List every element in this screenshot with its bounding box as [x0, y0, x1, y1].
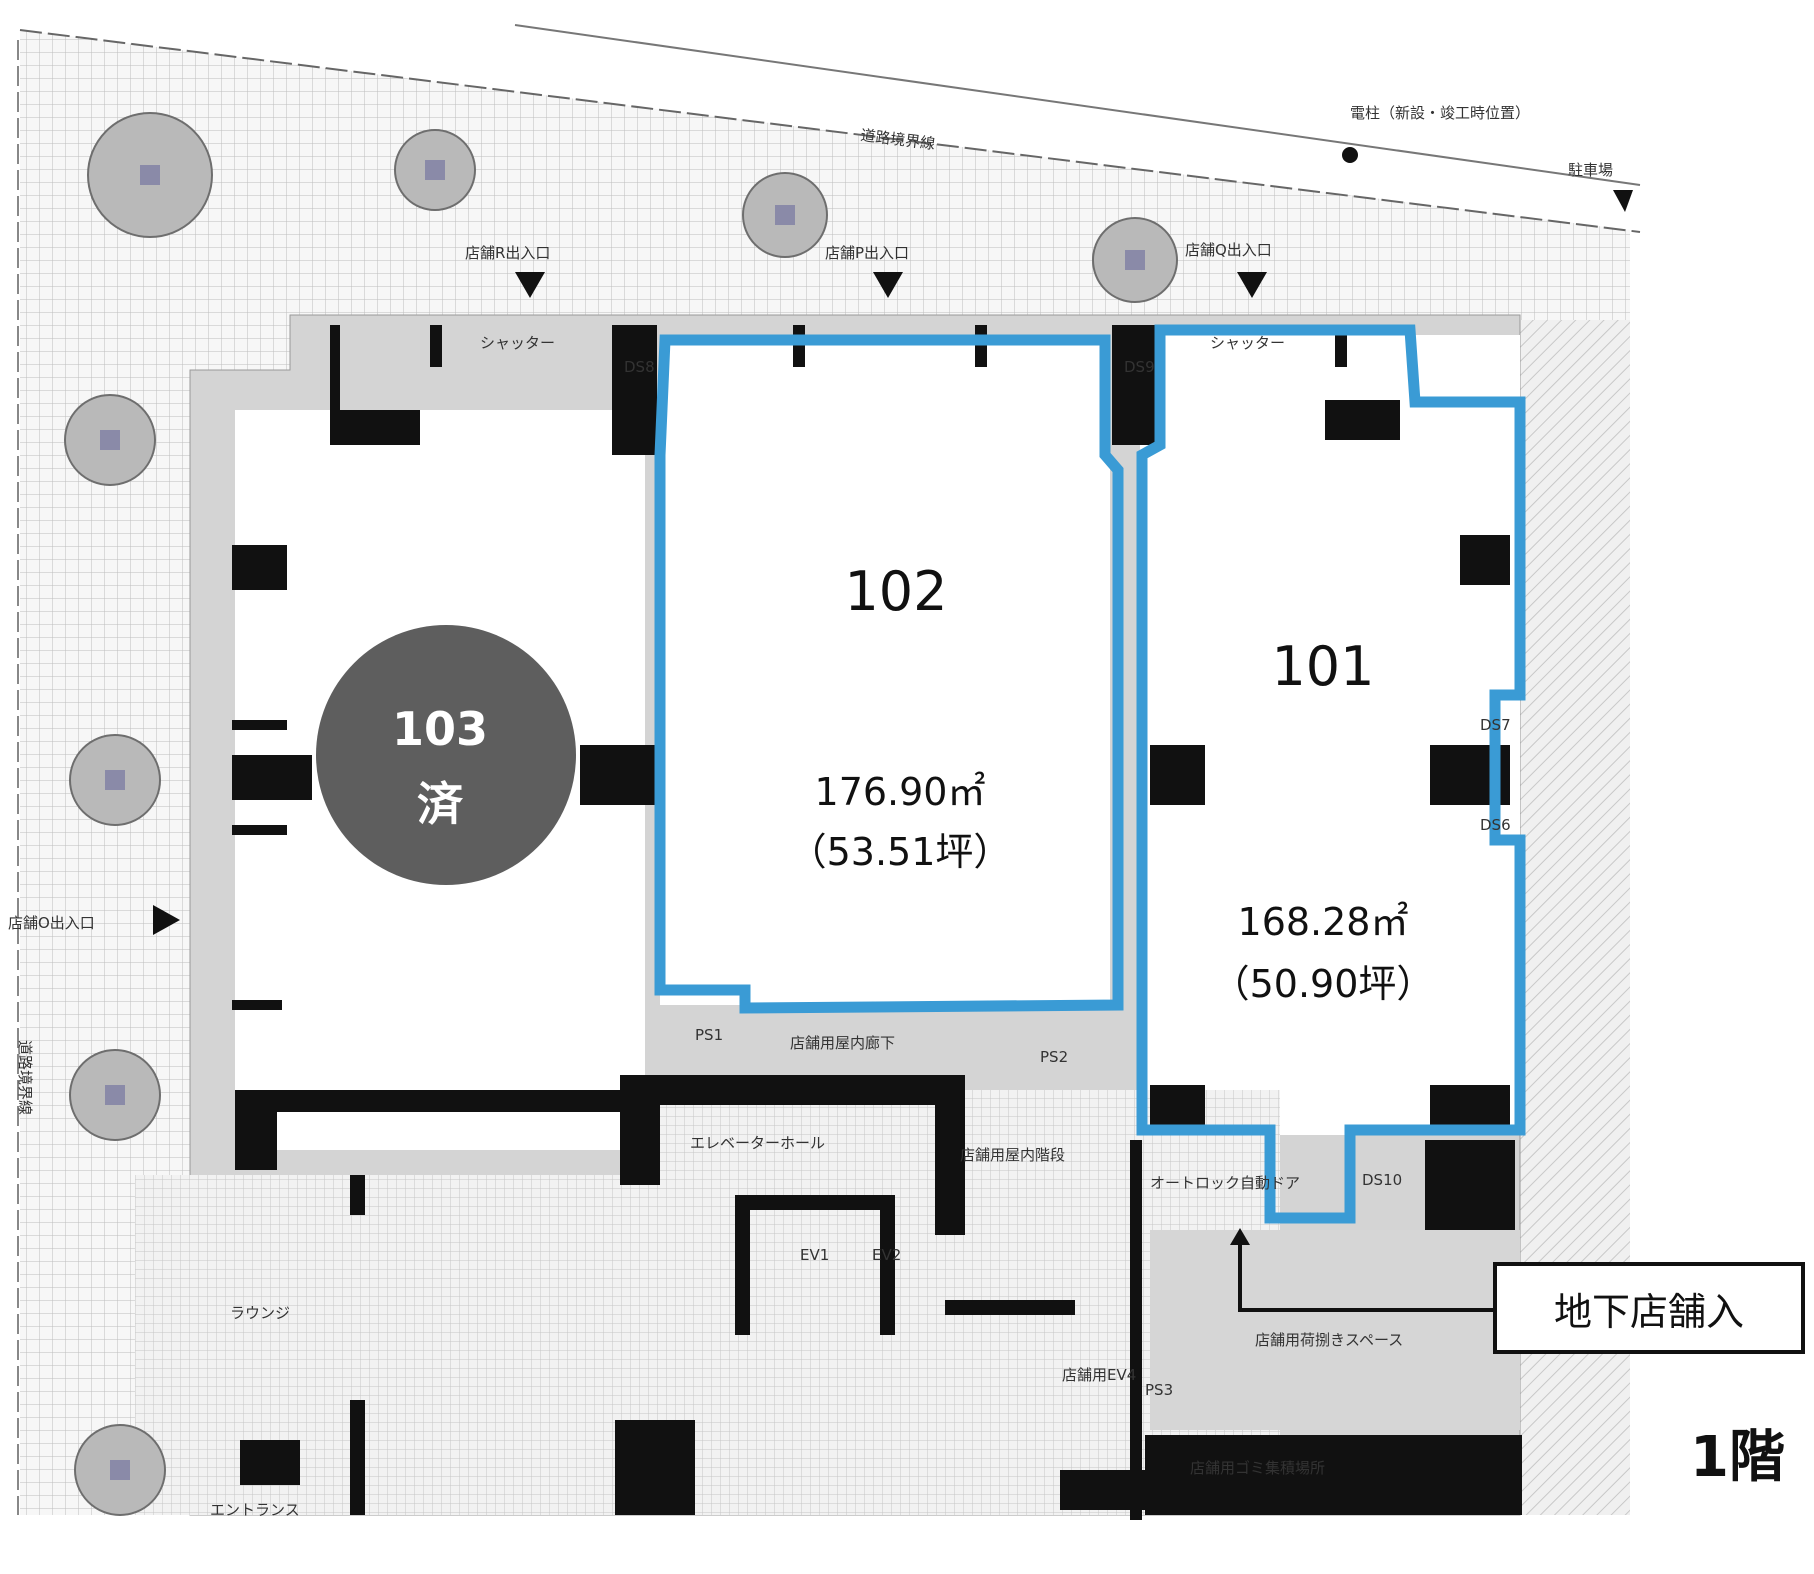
unit-101-outline [1136, 324, 1526, 1224]
unit-103-number: 103 [392, 702, 488, 756]
unit-102-area: 176.90㎡ [815, 770, 986, 814]
ds8-label: DS8 [624, 358, 655, 376]
unit-102-outline [654, 334, 1124, 1014]
ds10-label: DS10 [1362, 1171, 1402, 1189]
side-road-label: 道路境界線 [16, 1040, 34, 1115]
unit-103-status: 済 [417, 777, 464, 831]
entrance-arrow-icon [153, 905, 180, 935]
shop-o-entrance-label: 店舗O出入口 [8, 914, 95, 932]
ev1-label: EV1 [800, 1246, 829, 1264]
unit-102-tsubo: （53.51坪） [789, 830, 1012, 874]
entrance-arrows [153, 147, 1633, 935]
lounge-area [135, 1175, 640, 1515]
shop-p-entrance-label: 店舗P出入口 [825, 244, 909, 262]
unit-102-floor [660, 335, 1110, 1005]
pole-label: 電柱（新設・竣工時位置） [1350, 104, 1530, 122]
floor-label: 1階 [1690, 1425, 1785, 1490]
unit-101-tsubo: （50.90坪） [1212, 962, 1435, 1006]
basement-entry-arrow [1238, 1238, 1493, 1312]
walls [232, 325, 1522, 1520]
tree-centers [100, 160, 1145, 1480]
elevator-hall-label: エレベーターホール [690, 1134, 825, 1152]
garbage-label: 店舗用ゴミ集積場所 [1190, 1459, 1325, 1477]
lounge-label: ラウンジ [230, 1304, 290, 1322]
unit-101-area: 168.28㎡ [1238, 900, 1409, 944]
loading-label: 店舗用荷捌きスペース [1255, 1331, 1403, 1349]
shutter-label-1: シャッター [480, 334, 555, 352]
ds9-label: DS9 [1124, 358, 1155, 376]
stairs-label: 店舗用屋内階段 [960, 1146, 1065, 1164]
road-boundary-line [19, 29, 1641, 233]
ps1-label: PS1 [695, 1026, 723, 1044]
corridor-label: 店舗用屋内廊下 [790, 1034, 895, 1052]
unit-101-number: 101 [1271, 635, 1374, 698]
ev4-label: 店舗用EV4 [1062, 1366, 1136, 1384]
entrance-label: エントランス [210, 1501, 300, 1519]
shop-r-entrance-label: 店舗R出入口 [465, 244, 550, 262]
utility-pole-icon [1342, 147, 1358, 163]
up-arrow-icon [1230, 1228, 1250, 1245]
shop-q-entrance-label: 店舗Q出入口 [1185, 241, 1272, 259]
entrance-arrow-icon [515, 272, 545, 298]
ev2-label: EV2 [872, 1246, 901, 1264]
ps2-label: PS2 [1040, 1048, 1068, 1066]
road-edge-line [514, 24, 1641, 186]
unit-103-sold-marker [316, 625, 576, 885]
autolock-label: オートロック自動ドア [1150, 1174, 1300, 1192]
shutter-label-2: シャッター [1210, 334, 1285, 352]
unit-101-floor [1140, 335, 1520, 1135]
parking-label: 駐車場 [1568, 161, 1613, 179]
entrance-arrow-icon [1237, 272, 1267, 298]
loading-area [1150, 1230, 1520, 1430]
ds6-label: DS6 [1480, 816, 1511, 834]
entrance-arrow-icon [873, 272, 903, 298]
unit-102-number: 102 [844, 560, 947, 623]
ps3-label: PS3 [1145, 1381, 1173, 1399]
parking-arrow-icon [1613, 190, 1633, 212]
ds7-label: DS7 [1480, 716, 1511, 734]
basement-shop-callout: 地下店舗入 [1493, 1262, 1805, 1354]
